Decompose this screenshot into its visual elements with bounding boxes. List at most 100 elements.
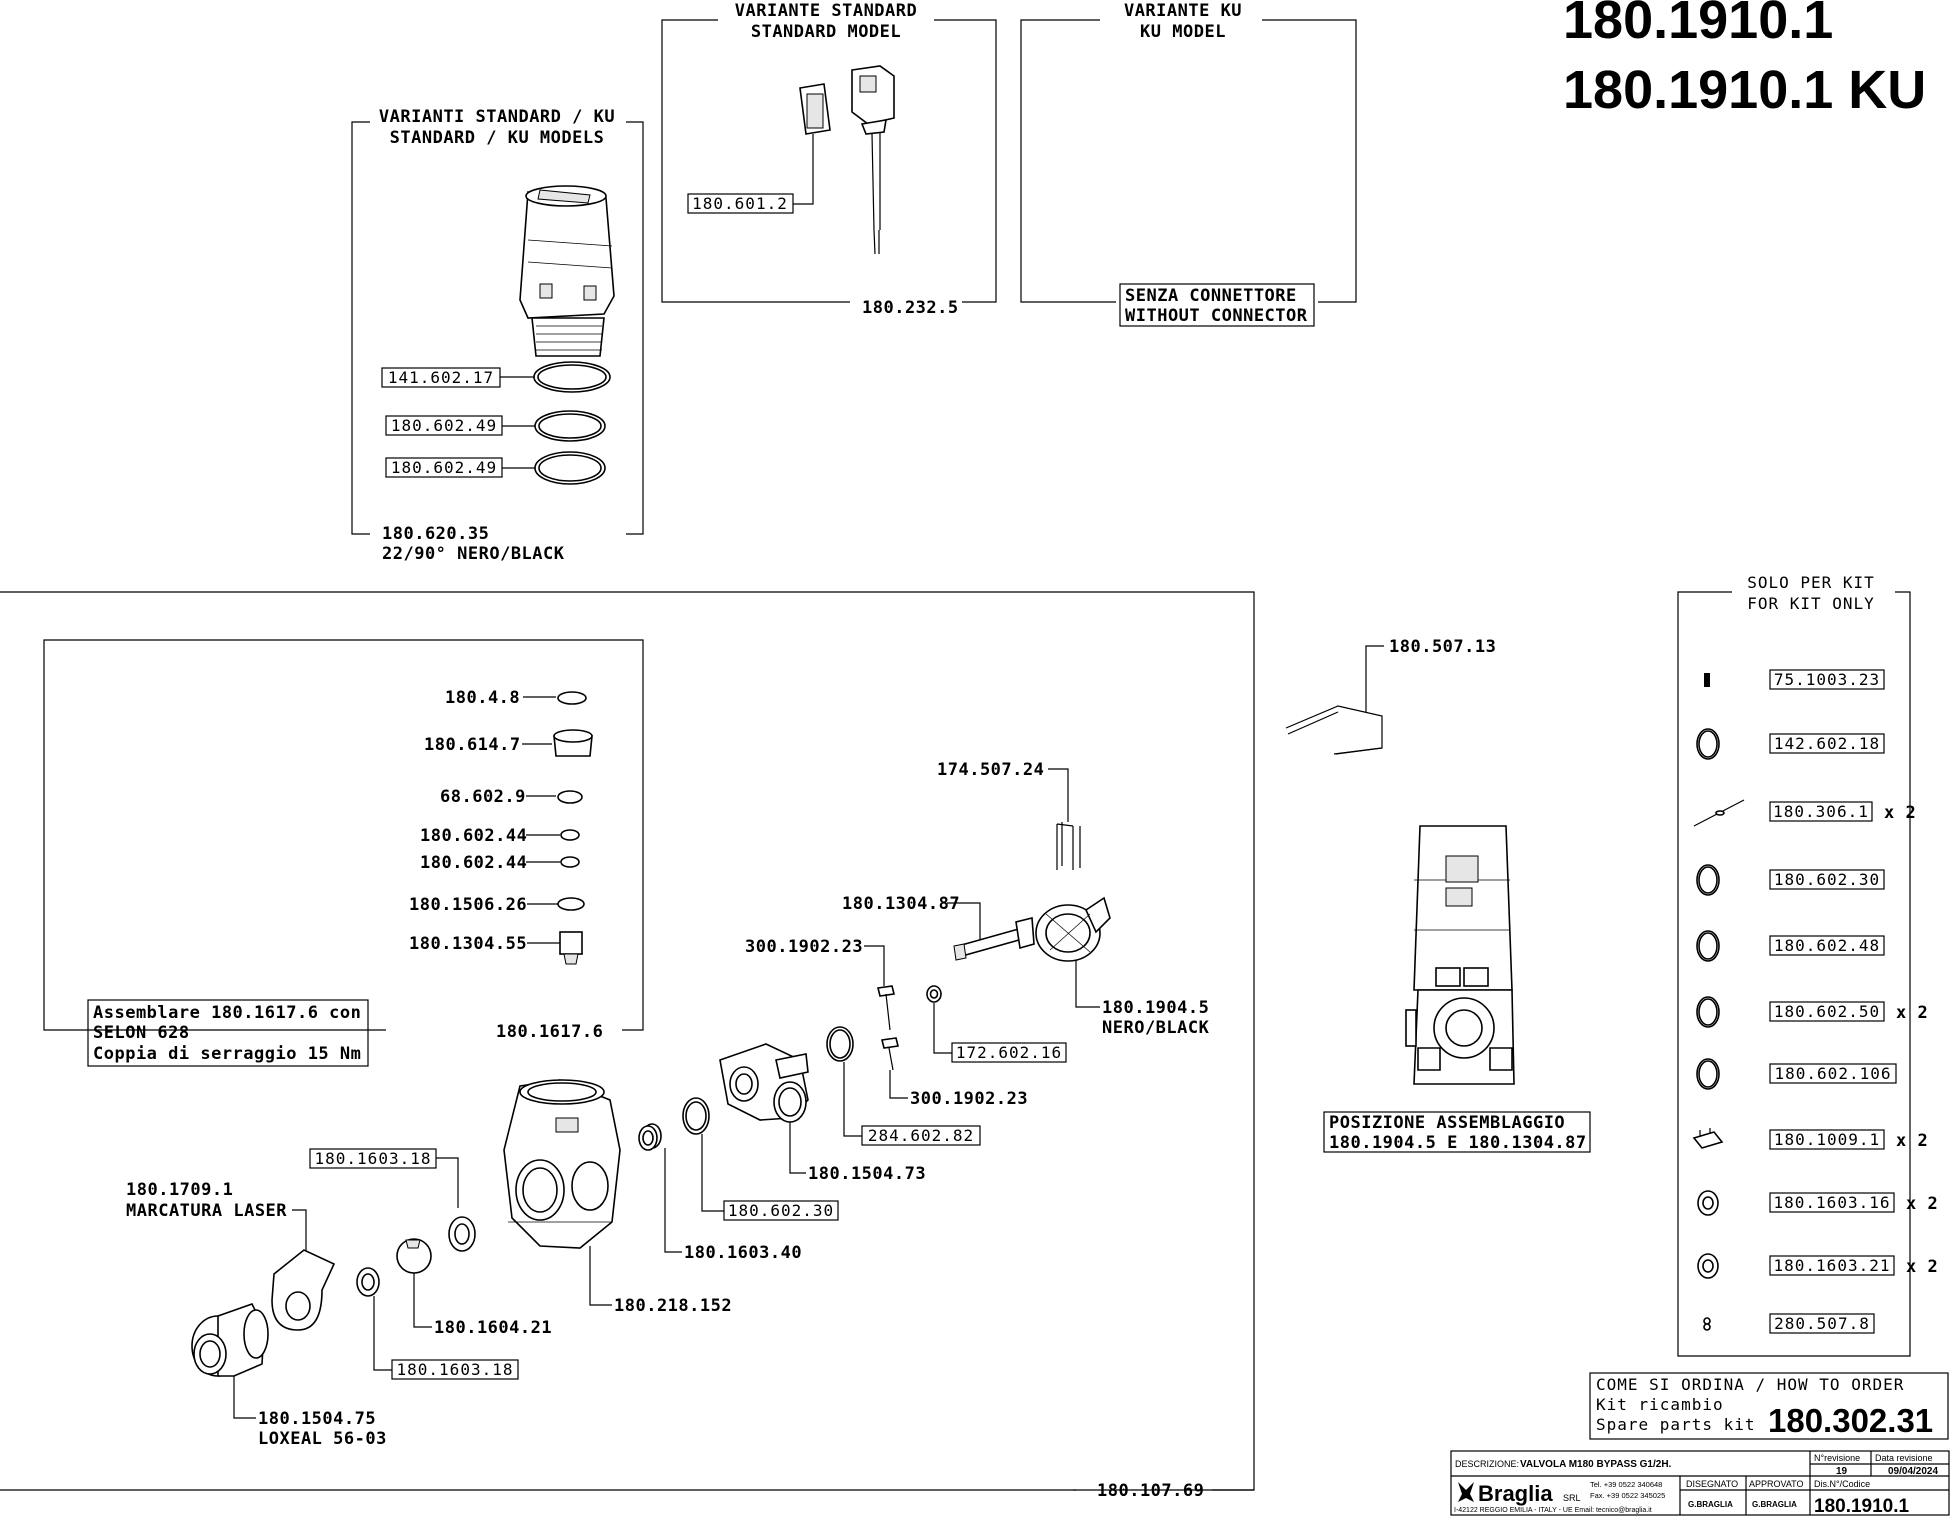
tb-brand: Braglia: [1478, 1481, 1553, 1506]
ku-note-1: SENZA CONNETTORE: [1125, 286, 1297, 306]
label-180-1304-55: 180.1304.55: [409, 934, 527, 954]
kit-item-ring-icon: [1696, 996, 1720, 1028]
kit-item-row: 142.602.18: [1696, 728, 1885, 760]
assembly-note-2: SELON 628: [93, 1023, 190, 1043]
label-180-1504-75: 180.1504.75: [258, 1409, 376, 1429]
actuator-head-drawing: [519, 185, 615, 485]
label-172-602-16: 172.602.16: [956, 1043, 1062, 1062]
kit-item-ring-icon: [1696, 864, 1720, 896]
how-to-order-box: COME SI ORDINA / HOW TO ORDER Kit ricamb…: [1589, 1372, 1949, 1440]
valve-body-drawing: [503, 1079, 621, 1249]
kit-item-spring-icon: [1693, 799, 1745, 827]
label-180-1603-18-b: 180.1603.18: [397, 1360, 514, 1379]
kit-item-qty: x 2: [1896, 1003, 1928, 1023]
group-standard-ku-title-2: STANDARD / KU MODELS: [390, 128, 605, 148]
assembly-note-3: Coppia di serraggio 15 Nm: [93, 1044, 361, 1064]
kit-item-code: 180.602.106: [1775, 1064, 1892, 1083]
kit-item-code: 180.1009.1: [1774, 1130, 1880, 1149]
kit-item-ring-icon: [1696, 728, 1720, 760]
label-180-1709-1-note: MARCATURA LASER: [126, 1201, 287, 1221]
kit-item-code: 180.1603.21: [1774, 1256, 1891, 1275]
tb-code-label: Dis.N°/Codice: [1814, 1479, 1870, 1489]
label-180-507-13: 180.507.13: [1389, 637, 1496, 657]
group-standard-title-2: STANDARD MODEL: [751, 22, 901, 42]
tb-address: I-42122 REGGIO EMILIA - ITALY - UE Email…: [1454, 1507, 1652, 1514]
braglia-logo-icon: [1458, 1482, 1474, 1502]
label-180-107-69: 180.107.69: [1097, 1481, 1204, 1501]
label-180-1504-73: 180.1504.73: [808, 1164, 926, 1184]
position-note-1: POSIZIONE ASSEMBLAGGIO: [1329, 1113, 1565, 1133]
tb-approved-value: G.BRAGLIA: [1752, 1500, 1797, 1509]
label-180-601-2: 180.601.2: [692, 194, 788, 213]
group-standard-ku-code-2: 22/90° NERO/BLACK: [382, 544, 565, 564]
label-284-602-82: 284.602.82: [868, 1126, 974, 1145]
group-ku-model: VARIANTE KU KU MODEL SENZA CONNETTORE WI…: [1020, 1, 1357, 327]
drawing-title-2: 180.1910.1 KU: [1563, 60, 1926, 120]
connector-drawing: [799, 65, 895, 255]
order-line-2: Kit ricambio: [1596, 1395, 1724, 1414]
kit-only-title-2: FOR KIT ONLY: [1747, 594, 1875, 613]
kit-item-code: 180.602.30: [1774, 870, 1880, 889]
label-180-1506-26: 180.1506.26: [409, 895, 527, 915]
group-standard-ku-title-1: VARIANTI STANDARD / KU: [379, 107, 615, 127]
kit-item-code: 180.602.50: [1774, 1002, 1880, 1021]
handle-drawing: [1035, 896, 1111, 962]
assembly-note-1: Assemblare 180.1617.6 con: [93, 1003, 361, 1023]
kit-only-panel: SOLO PER KIT FOR KIT ONLY 75.1003.23 142.…: [1677, 573, 1938, 1357]
label-180-614-7: 180.614.7: [424, 735, 521, 755]
kit-item-row: 180.602.106: [1696, 1058, 1897, 1090]
label-180-4-8: 180.4.8: [445, 688, 520, 708]
group-ku-title-2: KU MODEL: [1140, 22, 1226, 42]
kit-item-pin-icon: [1704, 673, 1710, 687]
clip-180-507-13: 180.507.13: [1285, 637, 1496, 755]
label-180-1603-18-a: 180.1603.18: [315, 1149, 432, 1168]
kit-item-code: 180.602.48: [1774, 936, 1880, 955]
group-standard-ku: VARIANTI STANDARD / KU STANDARD / KU MOD…: [351, 107, 644, 564]
label-180-602-44-a: 180.602.44: [420, 826, 527, 846]
label-180-602-49-a: 180.602.49: [391, 416, 497, 435]
label-180-602-49-b: 180.602.49: [391, 458, 497, 477]
label-300-1902-23-a: 300.1902.23: [745, 937, 863, 957]
label-68-602-9: 68.602.9: [440, 787, 526, 807]
label-141-602-17: 141.602.17: [388, 368, 494, 387]
tb-date-label: Data revisione: [1875, 1453, 1933, 1463]
kit-item-small-icon: [1703, 1317, 1711, 1331]
tb-desc-value: VALVOLA M180 BYPASS G1/2H.: [1520, 1459, 1672, 1470]
tb-rev-value: 19: [1836, 1466, 1848, 1477]
kit-item-nut-icon: [1697, 1253, 1719, 1279]
kit-item-qty: x 2: [1884, 803, 1916, 823]
label-180-1709-1: 180.1709.1: [126, 1180, 233, 1200]
kit-item-code: 75.1003.23: [1774, 670, 1880, 689]
label-180-1603-40: 180.1603.40: [684, 1243, 802, 1263]
tb-approved-label: APPROVATO: [1749, 1479, 1804, 1489]
kit-item-ring-icon: [1696, 930, 1720, 962]
position-note-2: 180.1904.5 E 180.1304.87: [1329, 1133, 1587, 1153]
kit-only-title-1: SOLO PER KIT: [1747, 573, 1875, 592]
main-valve-box: 180.107.69 180.1617.6 Assemblare 180.161…: [0, 591, 1255, 1501]
assembly-position-drawing: [1405, 825, 1515, 1085]
label-180-1617-6: 180.1617.6: [496, 1022, 603, 1042]
tb-drawn-label: DISEGNATO: [1686, 1479, 1738, 1489]
order-code: 180.302.31: [1768, 1402, 1933, 1439]
kit-item-clip-icon: [1692, 1128, 1724, 1149]
label-180-602-44-b: 180.602.44: [420, 853, 527, 873]
group-standard-ku-code: 180.620.35: [382, 524, 489, 544]
tb-code-value: 180.1910.1: [1814, 1496, 1910, 1517]
tb-brand-suffix: SRL: [1563, 1493, 1581, 1503]
label-180-1604-21: 180.1604.21: [434, 1318, 552, 1338]
label-180-1504-75-note: LOXEAL 56-03: [258, 1429, 387, 1449]
kit-item-row: 180.602.50 x 2: [1696, 996, 1928, 1028]
order-line-3: Spare parts kit: [1596, 1415, 1756, 1434]
label-180-1904-5: 180.1904.5: [1102, 998, 1209, 1018]
kit-item-nut-icon: [1697, 1190, 1719, 1216]
group-standard-title-1: VARIANTE STANDARD: [735, 1, 918, 21]
bypass-body-drawing: [719, 1043, 809, 1123]
kit-item-qty: x 2: [1906, 1194, 1938, 1214]
kit-item-code: 142.602.18: [1774, 734, 1880, 753]
label-180-218-152: 180.218.152: [614, 1296, 732, 1316]
label-174-507-24: 174.507.24: [937, 760, 1044, 780]
